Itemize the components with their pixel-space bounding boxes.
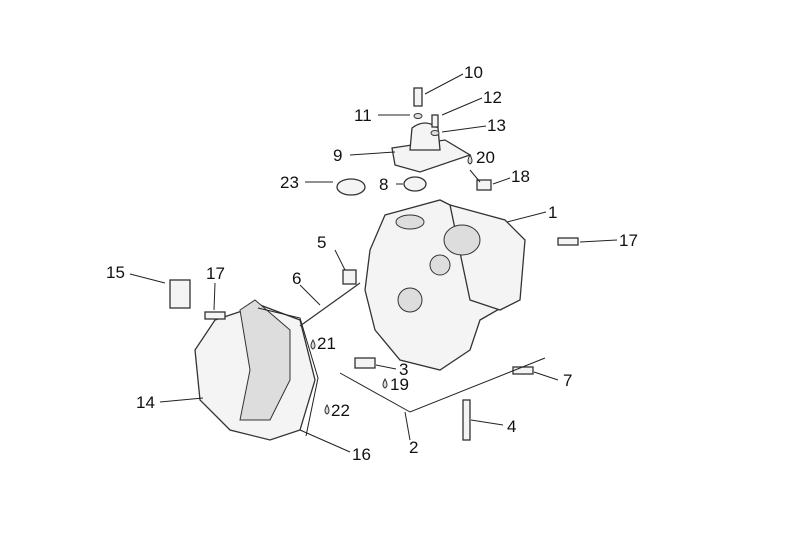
callout-19: 19 [390, 375, 409, 394]
callout-12: 12 [483, 88, 502, 107]
callout-20: 20 [476, 148, 495, 167]
callout-4: 4 [507, 417, 516, 436]
callout-10: 10 [464, 63, 483, 82]
leader-lines [129, 73, 618, 453]
water-outlet-cover [391, 122, 472, 173]
callout-14: 14 [136, 393, 155, 412]
cylinder-head [364, 199, 526, 371]
callout-5: 5 [317, 233, 326, 252]
callout-16: 16 [352, 445, 371, 464]
callout-22: 22 [331, 401, 350, 420]
callout-17-head: 17 [619, 231, 638, 250]
callout-2: 2 [409, 438, 418, 457]
callout-3: 3 [399, 360, 408, 379]
drop-icon [310, 153, 473, 415]
callout-21: 21 [317, 334, 336, 353]
callout-13: 13 [487, 116, 506, 135]
cylinder-head-cover [194, 299, 319, 441]
callout-9: 9 [333, 146, 342, 165]
callout-17-cover: 17 [206, 264, 225, 283]
callout-7: 7 [563, 371, 572, 390]
callout-11: 11 [354, 106, 372, 125]
callout-1: 1 [548, 203, 557, 222]
callout-8: 8 [379, 175, 388, 194]
small-parts [169, 87, 579, 441]
callout-15: 15 [106, 263, 125, 282]
callout-6: 6 [292, 269, 301, 288]
callout-23: 23 [280, 173, 299, 192]
callout-18: 18 [511, 167, 530, 186]
callout-labels: 1 2 3 4 5 6 7 8 9 10 11 12 13 14 15 16 1… [106, 63, 638, 464]
